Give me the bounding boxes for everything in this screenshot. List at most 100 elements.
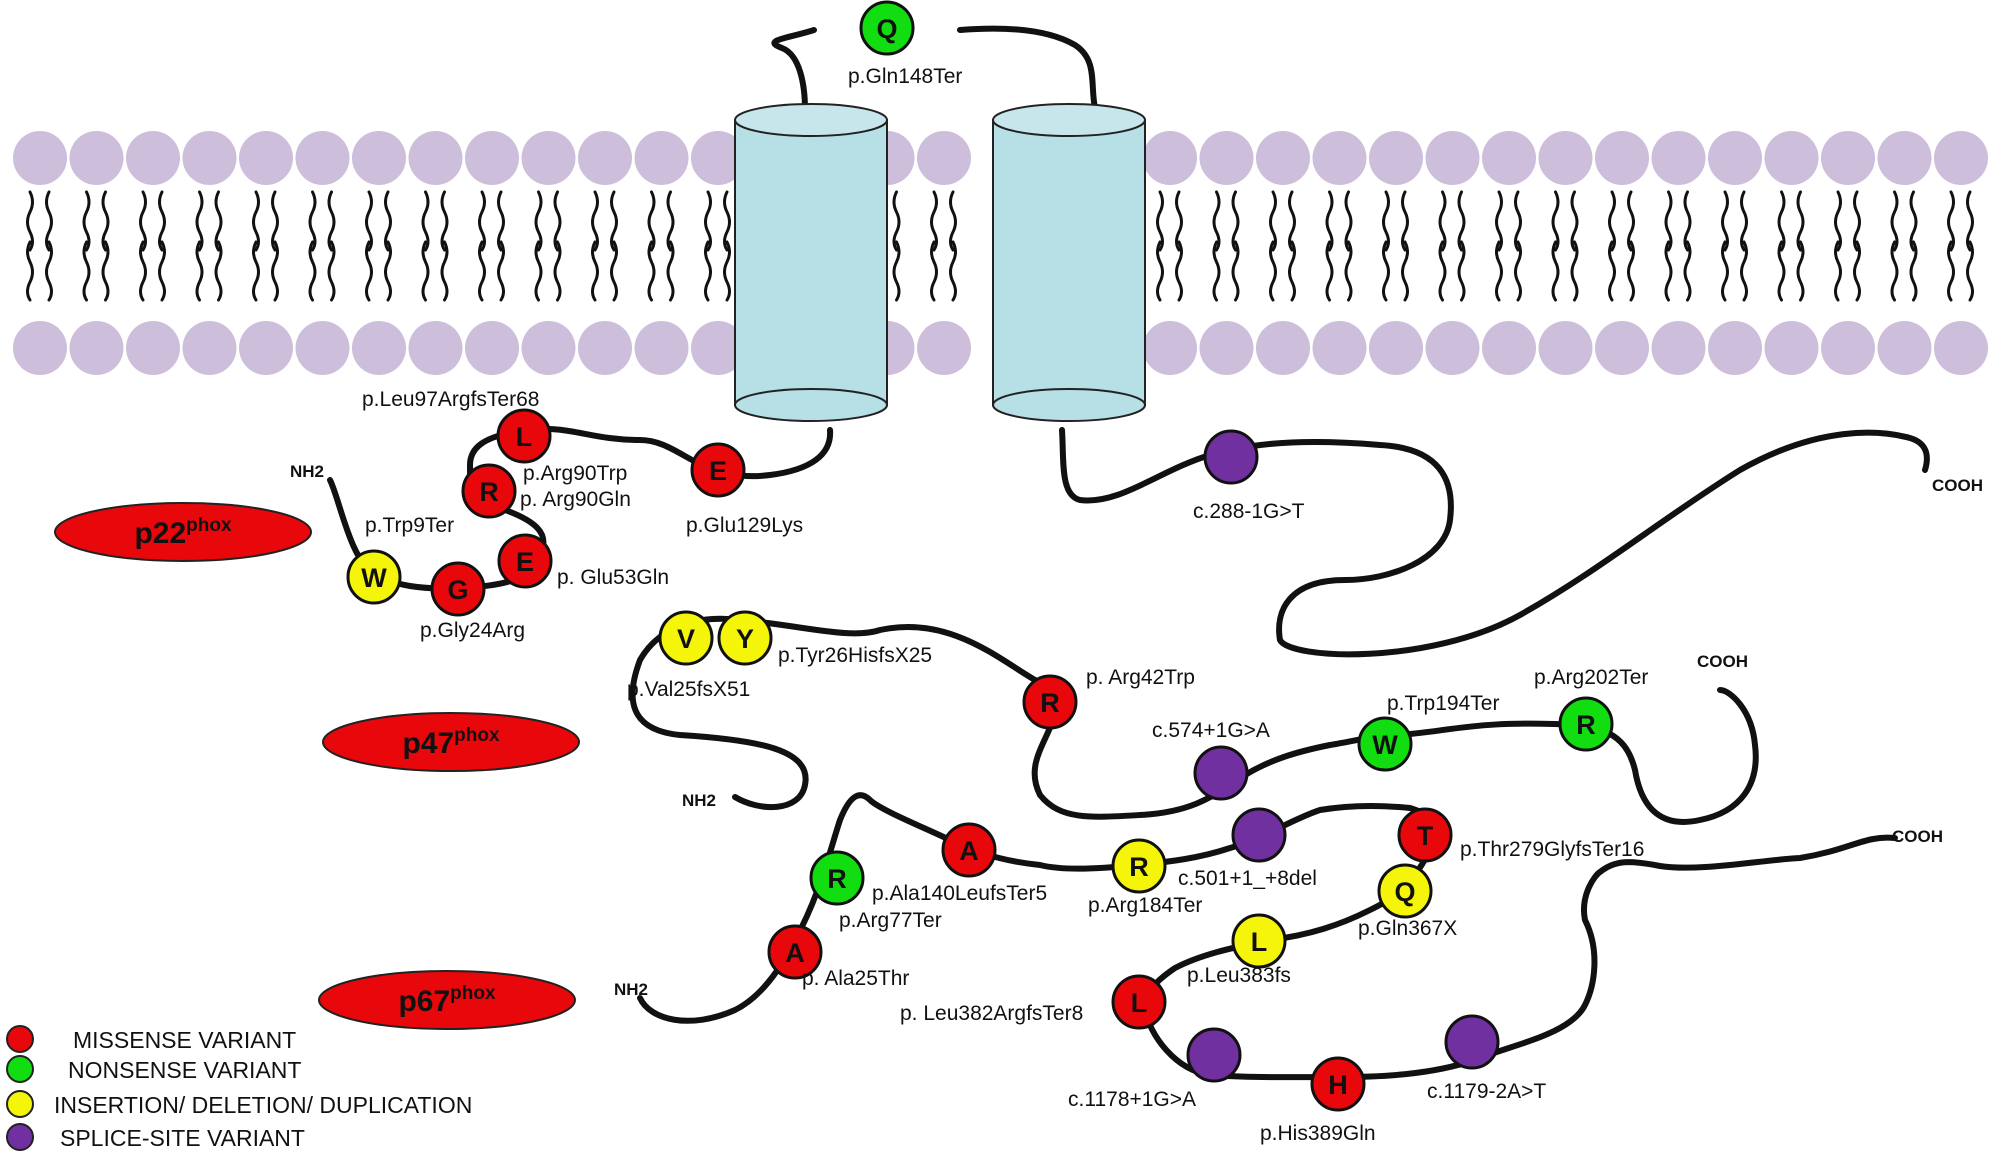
- lipid-head-top: [691, 131, 745, 185]
- p67-backbone: [637, 792, 1898, 1081]
- legend-label: NONSENSE VARIANT: [68, 1057, 301, 1083]
- lipid-tail: [1231, 190, 1240, 302]
- variant-circle: [1444, 1014, 1500, 1070]
- variant-residue: R: [1129, 852, 1149, 882]
- variant-circle: [1231, 913, 1287, 969]
- variant-marker-splice: [1444, 1014, 1500, 1070]
- variant-labels: p.Gln148Ter p.Leu97ArgfsTer68 p.Arg90Trp…: [362, 65, 1648, 1145]
- lipid-head-top: [634, 131, 689, 185]
- lipid-head-bottom: [408, 321, 463, 375]
- variant-circle: [717, 610, 773, 666]
- variant-label: c.1178+1G>A: [1068, 1088, 1196, 1111]
- lipid-head-top: [1312, 131, 1367, 185]
- protein-superscript: phox: [454, 725, 500, 746]
- variant-circle: [941, 822, 997, 878]
- lipid-head-top: [13, 131, 67, 185]
- lipid-head-bottom: [917, 321, 971, 375]
- variant-label: p.Leu383fs: [1187, 964, 1291, 987]
- variant-residue: W: [1372, 730, 1398, 760]
- lipid-head-top: [408, 131, 463, 185]
- variant-marker-missense: T: [1397, 807, 1453, 863]
- variant-residue: R: [1576, 710, 1596, 740]
- lipid-tail: [384, 190, 392, 302]
- lipid-head-top: [521, 131, 576, 185]
- legend-label: MISSENSE VARIANT: [73, 1027, 296, 1053]
- variant-circle: [658, 610, 714, 666]
- lipid-head-top: [1199, 131, 1254, 185]
- lipid-tail: [214, 190, 223, 302]
- lipid-tail: [195, 190, 204, 302]
- variant-label: p.Arg202Ter: [1534, 666, 1648, 689]
- lipid-head-top: [1538, 131, 1593, 185]
- lipid-tail: [26, 190, 34, 302]
- variant-residue: E: [516, 547, 534, 577]
- variant-label: p.Trp194Ter: [1387, 692, 1499, 715]
- variant-circle: [430, 561, 486, 617]
- lipid-tail: [1570, 190, 1579, 302]
- lipid-tail: [1909, 190, 1918, 302]
- variant-circle: [1558, 696, 1614, 752]
- p67-nterm-label: NH2: [614, 980, 648, 999]
- variant-circle: [1186, 1027, 1242, 1083]
- lipid-head-top: [126, 131, 180, 185]
- lipid-tail: [1608, 190, 1616, 302]
- lipid-tail: [1495, 190, 1503, 302]
- lipid-head-bottom: [1425, 321, 1480, 375]
- variant-circle: [1203, 429, 1259, 485]
- lipid-head-bottom: [1143, 321, 1197, 375]
- lipid-tail: [949, 190, 957, 302]
- lipid-head-top: [1369, 131, 1423, 185]
- svg-text:p47phox: p47phox: [402, 725, 500, 760]
- lipid-head-bottom: [13, 321, 67, 375]
- lipid-head-top: [1821, 131, 1875, 185]
- lipid-head-top: [295, 131, 350, 185]
- p67-cterm-label: COOH: [1892, 827, 1943, 846]
- lipid-tail: [610, 190, 618, 302]
- variant-residue: R: [479, 477, 499, 507]
- lipid-tail: [1551, 190, 1560, 302]
- variant-marker-missense: L: [1111, 974, 1167, 1030]
- lipid-tail: [666, 190, 675, 302]
- lipid-tail: [1966, 190, 1974, 302]
- legend-label: SPLICE-SITE VARIANT: [60, 1125, 305, 1151]
- lipid-tail: [704, 190, 712, 302]
- lipid-tail: [723, 190, 731, 302]
- variant-residue: Y: [736, 624, 754, 654]
- variant-marker-nonsense: W: [1357, 716, 1413, 772]
- p47-backbone: [629, 615, 1759, 825]
- lipid-tail: [1175, 190, 1183, 302]
- lipid-head-bottom: [1595, 321, 1649, 375]
- variant-marker-nonsense: R: [1558, 696, 1614, 752]
- lipid-head-bottom: [239, 321, 293, 375]
- lipid-tail: [82, 190, 91, 302]
- variant-label: p.Glu129Lys: [686, 514, 803, 537]
- lipid-head-bottom: [1877, 321, 1932, 375]
- variant-label: p.His389Gln: [1260, 1122, 1376, 1145]
- lipid-tail: [1382, 190, 1390, 302]
- variant-label: p. Leu382ArgfsTer8: [900, 1002, 1083, 1025]
- variant-residue: L: [516, 422, 533, 452]
- lipid-head-bottom: [1708, 321, 1762, 375]
- variant-marker-nonsense: R: [809, 850, 865, 906]
- variant-circle: [1357, 716, 1413, 772]
- lipid-head-bottom: [352, 321, 406, 375]
- variant-residue: A: [785, 938, 805, 968]
- variant-circle: [1022, 674, 1078, 730]
- p22-cterm-label: COOH: [1932, 476, 1983, 495]
- lipid-head-bottom: [1538, 321, 1593, 375]
- variant-marker-missense: A: [941, 822, 997, 878]
- lipid-tail: [45, 190, 53, 302]
- variant-circle: [809, 850, 865, 906]
- variant-label: p.Ala140LeufsTer5: [872, 882, 1047, 905]
- variant-circle: [1310, 1056, 1366, 1112]
- variant-marker-splice: [1203, 429, 1259, 485]
- lipid-head-top: [917, 131, 971, 185]
- variant-circle: [461, 463, 517, 519]
- lipid-tail: [497, 190, 505, 302]
- lipid-head-top: [1708, 131, 1762, 185]
- variant-marker-indel: V: [658, 610, 714, 666]
- lipid-tail: [365, 190, 373, 302]
- lipid-tail: [1457, 190, 1466, 302]
- lipid-tail: [421, 190, 430, 302]
- variant-residue: Q: [876, 14, 897, 44]
